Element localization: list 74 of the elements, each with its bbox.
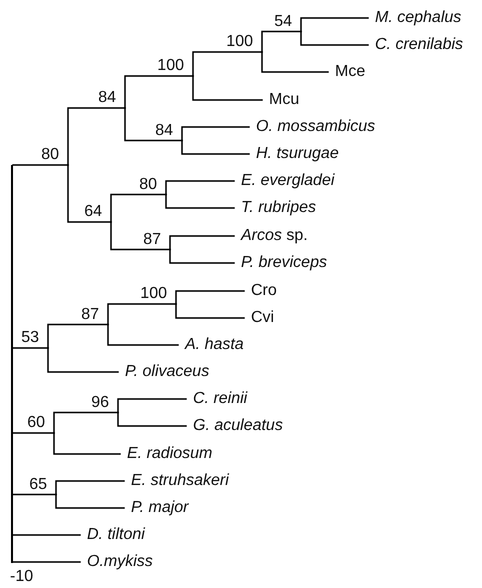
- taxon-label: O.mykiss: [80, 553, 153, 571]
- bootstrap-value: 54: [274, 12, 301, 32]
- tree-branch: [169, 235, 235, 250]
- bootstrap-value: 60: [27, 414, 54, 433]
- bootstrap-value: 100: [226, 33, 262, 52]
- tree-branch: [165, 194, 235, 209]
- taxon-label: O. mossambicus: [249, 118, 376, 136]
- bootstrap-value: 84: [98, 89, 125, 108]
- tree-branch: [181, 140, 250, 155]
- taxon-label: P. breviceps: [234, 254, 327, 272]
- tree-branch: [67, 107, 126, 166]
- tree-branch: [169, 248, 235, 264]
- tree-branch: [110, 194, 167, 223]
- taxon-label: Arcos sp.: [234, 227, 308, 245]
- root-line: [11, 165, 13, 563]
- tree-branch: [67, 164, 112, 223]
- taxon-label: Mcu: [262, 91, 300, 109]
- taxon-label: Cro: [244, 282, 277, 300]
- taxon-label: P. olivaceus: [118, 363, 210, 381]
- bootstrap-value: 96: [91, 394, 118, 412]
- taxon-label: G. aculeatus: [186, 417, 283, 435]
- tree-branch: [12, 534, 81, 536]
- tree-branch: [261, 30, 302, 53]
- tree-branch: [107, 303, 177, 326]
- tree-branch: [175, 290, 245, 305]
- tree-branch: [175, 303, 245, 319]
- tree-branch: [261, 51, 329, 73]
- taxon-label: Mce: [328, 63, 366, 81]
- taxon-label: P. major: [124, 499, 189, 517]
- taxon-label: H. tsurugae: [249, 145, 339, 163]
- tree-branch: [124, 107, 183, 142]
- tree-branch: [55, 480, 125, 496]
- tree-branch: [192, 51, 263, 77]
- scale-label: -10: [10, 568, 34, 586]
- tree-branch: [55, 494, 125, 509]
- tree-branch: [12, 164, 69, 166]
- bootstrap-value: 84: [155, 122, 182, 140]
- tree-branch: [12, 347, 49, 349]
- taxon-label: D. tiltoni: [80, 526, 145, 544]
- tree-branch: [53, 412, 119, 434]
- tree-branch: [12, 494, 57, 496]
- taxon-label: M. cephalus: [368, 9, 462, 27]
- bootstrap-value: 80: [139, 176, 166, 194]
- tree-branch: [107, 324, 179, 346]
- taxon-label: E. struhsakeri: [124, 472, 229, 490]
- tree-branch: [117, 398, 187, 414]
- tree-branch: [110, 221, 171, 250]
- tree-branch: [124, 75, 194, 109]
- tree-branch: [165, 180, 235, 196]
- taxon-label: A. hasta: [178, 336, 244, 354]
- bootstrap-value: 87: [81, 306, 108, 324]
- taxon-label: Cvi: [244, 309, 274, 327]
- bootstrap-value: 100: [157, 57, 193, 76]
- bootstrap-value: 87: [143, 230, 170, 250]
- tree-branch: [53, 432, 121, 455]
- bootstrap-value: 53: [21, 329, 48, 348]
- bootstrap-value: 65: [29, 476, 56, 494]
- bootstrap-value: 100: [140, 285, 176, 304]
- taxon-label: E. radiosum: [120, 445, 212, 463]
- bootstrap-value: 64: [84, 203, 111, 222]
- tree-branch: [300, 30, 369, 46]
- tree-branch: [300, 17, 369, 32]
- tree-branch: [12, 561, 81, 563]
- taxon-label: C. reinii: [186, 390, 248, 408]
- tree-branch: [47, 324, 109, 349]
- tree-branch: [47, 347, 119, 373]
- taxon-label: C. crenilabis: [368, 36, 464, 54]
- tree-branch: [117, 412, 187, 427]
- taxon-label: T. rubripes: [234, 199, 316, 217]
- tree-branch: [181, 126, 250, 142]
- bootstrap-value: 80: [41, 146, 68, 165]
- tree-branch: [12, 432, 55, 434]
- taxon-label: E. evergladei: [234, 172, 334, 190]
- tree-branch: [192, 75, 263, 101]
